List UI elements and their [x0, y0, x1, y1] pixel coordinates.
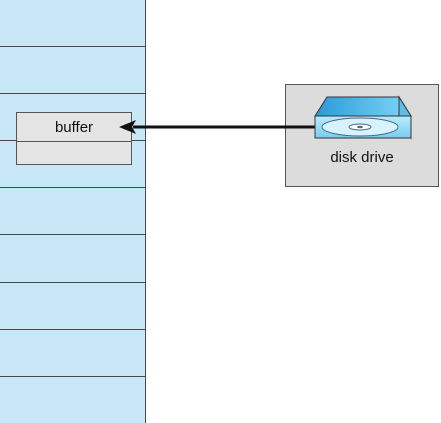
buffer-divider — [17, 141, 131, 142]
memory-column — [0, 0, 146, 423]
memory-slot-divider — [0, 376, 145, 377]
memory-slot-divider — [0, 329, 145, 330]
disk-drive-panel: disk drive — [285, 84, 439, 187]
memory-slot-divider — [0, 187, 145, 188]
memory-slot-divider — [0, 46, 145, 47]
buffer-box: buffer — [16, 112, 132, 165]
memory-slot-divider — [0, 93, 145, 94]
buffer-label: buffer — [54, 119, 94, 136]
disk-drive-label: disk drive — [330, 149, 394, 166]
memory-slot-divider — [0, 282, 145, 283]
memory-slot-divider — [0, 234, 145, 235]
